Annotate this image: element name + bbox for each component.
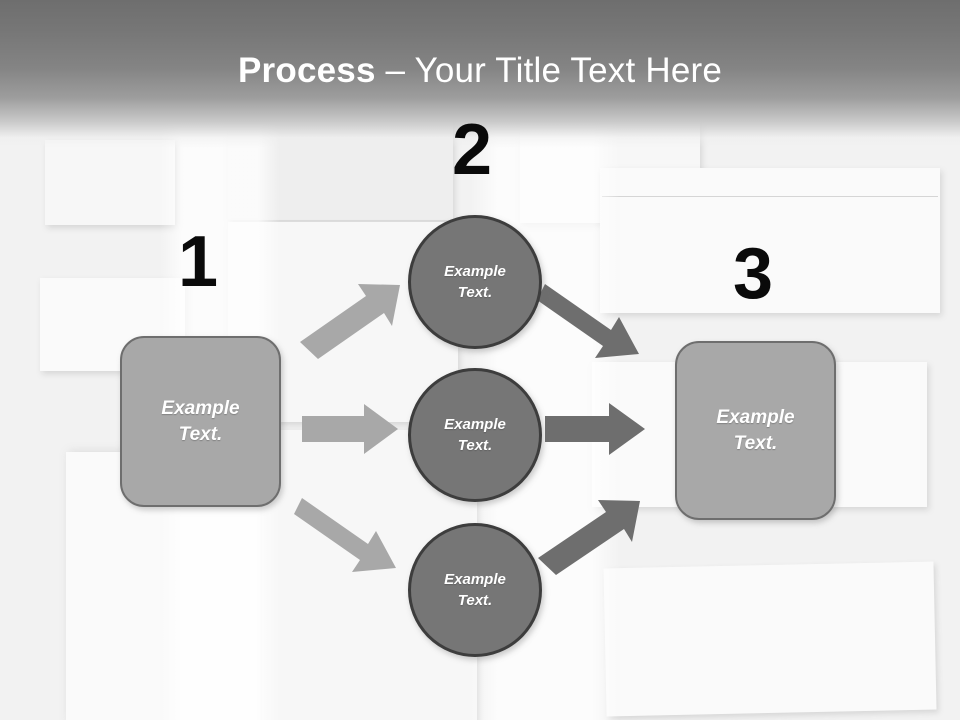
envelope-flap-line: [602, 196, 938, 198]
title-bold-part: Process: [238, 51, 376, 90]
process-circle-middle[interactable]: Example Text.: [408, 368, 542, 502]
step-number-3: 3: [732, 234, 774, 314]
title-light-part: Your Title Text Here: [414, 51, 722, 90]
background-envelope: [603, 561, 937, 717]
arrow-middle-circle-to-output: [545, 403, 645, 455]
process-circle-top-label: Example Text.: [444, 263, 506, 301]
process-circle-middle-label: Example Text.: [444, 416, 506, 454]
process-circle-bottom[interactable]: Example Text.: [408, 523, 542, 657]
input-step-box[interactable]: Example Text.: [120, 336, 281, 507]
arrow-input-to-top-circle: [300, 284, 400, 359]
arrow-input-to-middle-circle: [302, 404, 398, 454]
step-number-1: 1: [177, 222, 219, 302]
arrow-bottom-circle-to-output: [538, 500, 640, 575]
step-number-2: 2: [451, 110, 493, 190]
background-envelope: [600, 168, 940, 313]
arrow-top-circle-to-output: [537, 284, 639, 358]
output-step-box[interactable]: Example Text.: [675, 341, 836, 520]
header-gradient-band: [0, 0, 960, 148]
background-paper: [45, 140, 175, 225]
output-step-box-label: Example Text.: [716, 406, 795, 454]
input-step-box-label: Example Text.: [161, 397, 240, 445]
arrow-input-to-bottom-circle: [294, 498, 396, 572]
process-circle-top[interactable]: Example Text.: [408, 215, 542, 349]
process-circle-bottom-label: Example Text.: [444, 571, 506, 609]
title-separator: –: [375, 51, 415, 90]
page-title: Process – Your Title Text Here: [0, 50, 960, 92]
